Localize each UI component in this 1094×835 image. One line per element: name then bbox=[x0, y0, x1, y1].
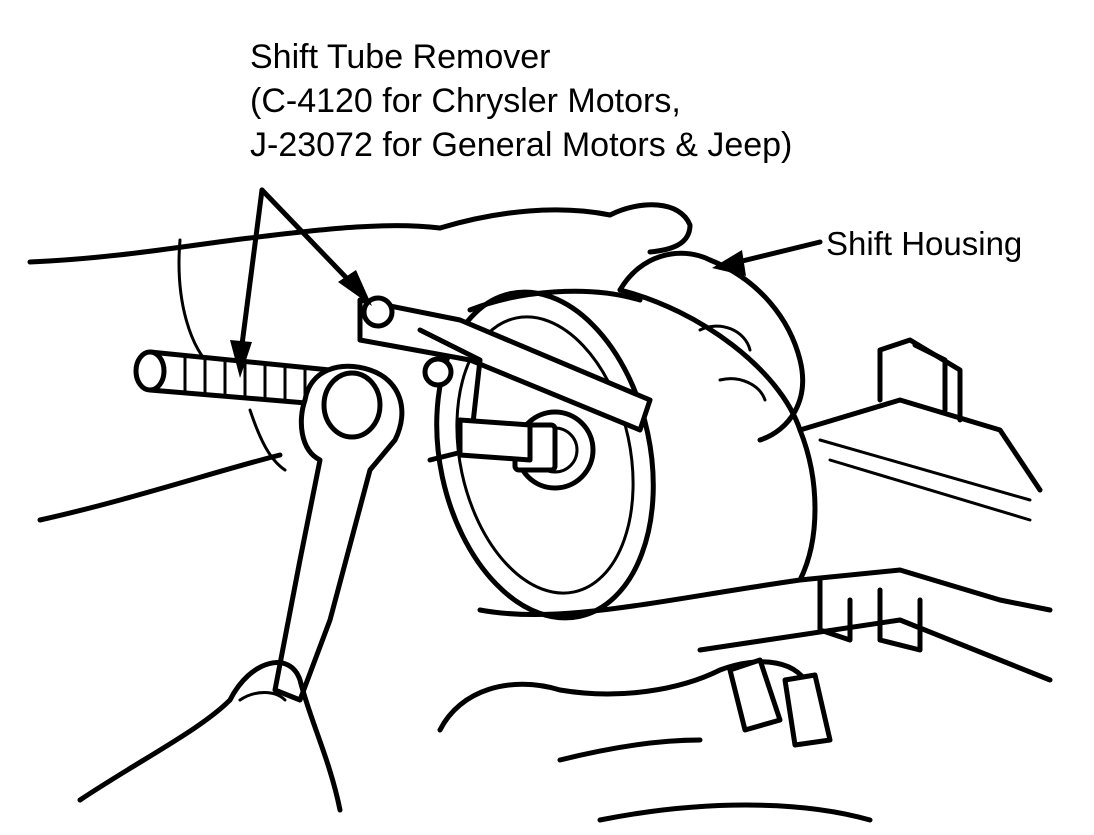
remover-label-line3: J-23072 for General Motors & Jeep) bbox=[250, 126, 793, 164]
threaded-rod bbox=[133, 349, 533, 463]
shift-housing-label: Shift Housing bbox=[826, 225, 1023, 262]
leader-arrows bbox=[230, 187, 823, 378]
puller-bar bbox=[357, 295, 653, 463]
wrench bbox=[272, 363, 405, 703]
left-forearm bbox=[27, 223, 443, 523]
shift-housing-ring bbox=[434, 288, 803, 621]
remover-label-line2: (C-4120 for Chrysler Motors, bbox=[250, 82, 681, 120]
remover-label-line1: Shift Tube Remover bbox=[250, 38, 551, 76]
lower-right-glove bbox=[437, 617, 1053, 823]
steering-column bbox=[617, 287, 1053, 653]
lower-left-glove bbox=[77, 660, 343, 813]
